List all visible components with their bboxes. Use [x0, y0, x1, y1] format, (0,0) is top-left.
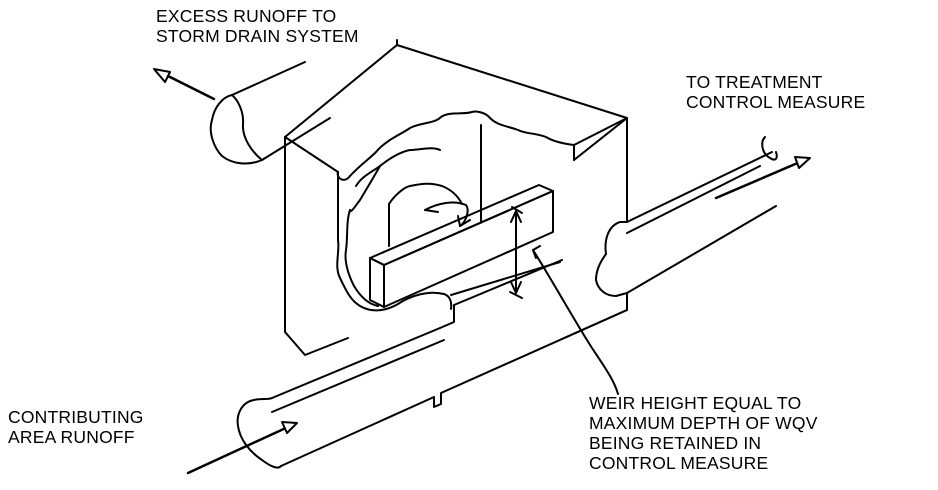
diversion-box	[285, 40, 627, 355]
treatment-line-2: CONTROL MEASURE	[686, 92, 866, 112]
weir-flow-arrow	[425, 203, 468, 226]
weir-plate	[370, 185, 553, 307]
weir-height-line-2: MAXIMUM DEPTH OF WQV	[589, 413, 818, 433]
weir-height-line-1: WEIR HEIGHT EQUAL TO	[589, 393, 802, 413]
weir-leader-line	[533, 250, 618, 394]
overflow-pipe	[211, 62, 330, 163]
contributing-label: CONTRIBUTING AREA RUNOFF	[8, 407, 144, 447]
inlet-pipe	[238, 260, 627, 468]
flow-arrows	[154, 69, 810, 473]
weir-height-dimension	[510, 207, 522, 298]
weir-height-line-3: BEING RETAINED IN	[589, 433, 762, 453]
broken-wall-cutaway	[337, 111, 574, 310]
excess-runoff-line-2: STORM DRAIN SYSTEM	[156, 26, 359, 46]
treatment-pipe	[596, 137, 777, 296]
contributing-line-2: AREA RUNOFF	[8, 427, 135, 447]
weir-height-label: WEIR HEIGHT EQUAL TO MAXIMUM DEPTH OF WQ…	[589, 393, 818, 473]
inflow-arrow	[188, 427, 288, 473]
excess-runoff-arrow	[164, 74, 214, 99]
weir-height-line-4: CONTROL MEASURE	[589, 453, 769, 473]
treatment-flow-arrow	[716, 162, 800, 198]
treatment-label: TO TREATMENT CONTROL MEASURE	[686, 72, 865, 112]
excess-runoff-label: EXCESS RUNOFF TO STORM DRAIN SYSTEM	[156, 6, 359, 46]
overflow-pipe-broken-end	[211, 95, 262, 163]
excess-runoff-line-1: EXCESS RUNOFF TO	[156, 6, 337, 26]
treatment-line-1: TO TREATMENT	[686, 72, 823, 92]
contributing-line-1: CONTRIBUTING	[8, 407, 144, 427]
